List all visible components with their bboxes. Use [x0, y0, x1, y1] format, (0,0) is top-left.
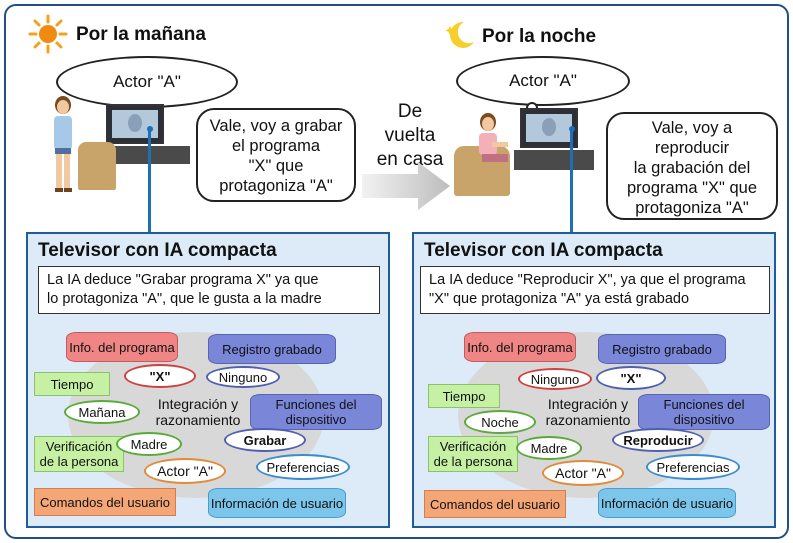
speech-line: Vale, voy a grabar: [209, 117, 343, 135]
person-value-pill: Madre: [116, 432, 182, 456]
user-info-database: Información de usuario: [208, 488, 346, 518]
connector-line-morning: [148, 130, 151, 234]
woman-standing: [48, 96, 78, 194]
time-value-pill: Mañana: [64, 400, 140, 424]
woman-sitting: [470, 112, 510, 168]
verification-line: Verificación: [439, 439, 507, 454]
device-line: Funciones del: [663, 397, 745, 412]
preferences-pill: Preferencias: [256, 454, 350, 480]
speech-line: protagoniza "A": [635, 199, 749, 217]
connector-line-night: [570, 130, 573, 234]
program-info-database: Info. del programa: [464, 332, 576, 362]
speech-line: Vale, voy a: [651, 119, 733, 137]
deduction-line: "X" que protagoniza "A" ya está grabado: [429, 291, 690, 307]
program-x-pill: "X": [124, 364, 196, 388]
armchair-morning: [78, 142, 116, 190]
transition-label: De vuelta en casa: [370, 100, 450, 172]
preferences-pill: Preferencias: [646, 454, 740, 480]
person-verification-source: Verificación de la persona: [34, 436, 124, 472]
tv-stand-morning: [100, 146, 190, 164]
deduction-line: La IA deduce "Reproducir X", ya que el p…: [429, 272, 746, 288]
time-source: Tiempo: [428, 384, 500, 408]
deduction-box: La IA deduce "Reproducir X", ya que el p…: [420, 266, 770, 314]
reasoning-label: Integración y razonamiento: [528, 396, 648, 428]
deduction-line: lo protagoniza "A", que le gusta a la ma…: [47, 291, 322, 307]
verification-line: Verificación: [45, 439, 113, 454]
speech-line: programa "X" que: [626, 179, 758, 197]
reasoning-line: razonamiento: [155, 412, 241, 428]
user-info-database: Información de usuario: [598, 488, 736, 518]
person-verification-source: Verificación de la persona: [428, 436, 518, 472]
speech-bubble-morning: Vale, voy a grabar el programa "X" que p…: [196, 108, 356, 202]
deduction-box: La IA deduce "Grabar programa X" ya que …: [38, 266, 380, 314]
speech-line: la grabación del: [633, 159, 751, 177]
tv-stand-night: [514, 150, 594, 170]
reasoning-line: Integración y: [157, 396, 239, 412]
speech-line: reproducir: [654, 139, 730, 157]
actor-pill: Actor "A": [542, 460, 624, 486]
deduction-line: La IA deduce "Grabar programa X" ya que: [47, 272, 319, 288]
panel-title: Televisor con IA compacta: [38, 240, 277, 261]
action-pill: Grabar: [224, 428, 306, 452]
panel-title: Televisor con IA compacta: [424, 240, 663, 261]
verification-line: de la persona: [39, 454, 119, 469]
device-functions-database: Funciones del dispositivo: [250, 394, 382, 430]
night-title: Por la noche: [482, 26, 597, 47]
none-pill: Ninguno: [518, 368, 592, 390]
actor-thought-bubble-morning: Actor "A": [56, 56, 238, 108]
transition-line: en casa: [376, 149, 444, 170]
reasoning-label: Integración y razonamiento: [138, 396, 258, 428]
time-source: Tiempo: [34, 372, 110, 396]
program-info-database: Info. del programa: [66, 332, 178, 362]
user-commands-source: Comandos del usuario: [34, 488, 176, 516]
ai-tv-panel-morning: Televisor con IA compacta La IA deduce "…: [26, 232, 390, 528]
recorded-log-database: Registro grabado: [208, 334, 336, 364]
actor-pill: Actor "A": [144, 458, 226, 484]
program-x-pill: "X": [596, 366, 666, 390]
transition-arrow-icon: [362, 160, 452, 212]
recorded-log-database: Registro grabado: [598, 334, 726, 364]
actor-thought-bubble-night: Actor "A": [456, 56, 630, 106]
tv-night: [520, 108, 578, 148]
action-pill: Reproducir: [612, 428, 704, 452]
reasoning-line: Integración y: [547, 396, 629, 412]
device-functions-database: Funciones del dispositivo: [638, 394, 770, 430]
user-commands-source: Comandos del usuario: [424, 490, 566, 518]
moon-icon: [444, 18, 478, 52]
speech-line: protagoniza "A": [219, 177, 333, 195]
tv-sensor-dot: [147, 126, 153, 132]
tv-sensor-dot: [569, 126, 575, 132]
reasoning-line: razonamiento: [545, 412, 631, 428]
verification-line: de la persona: [433, 454, 513, 469]
sun-icon: [28, 14, 68, 54]
transition-line: De vuelta: [384, 101, 436, 146]
speech-line: el programa: [231, 137, 321, 155]
ai-tv-panel-night: Televisor con IA compacta La IA deduce "…: [412, 232, 776, 528]
device-line: Funciones del: [275, 397, 357, 412]
speech-line: "X" que: [248, 157, 304, 175]
person-value-pill: Madre: [516, 436, 582, 460]
speech-bubble-night: Vale, voy a reproducir la grabación del …: [606, 112, 778, 220]
tv-morning: [106, 104, 164, 144]
device-line: dispositivo: [673, 412, 735, 427]
none-pill: Ninguno: [206, 366, 280, 388]
device-line: dispositivo: [285, 412, 347, 427]
morning-title: Por la mañana: [76, 24, 206, 45]
time-value-pill: Noche: [464, 410, 536, 434]
